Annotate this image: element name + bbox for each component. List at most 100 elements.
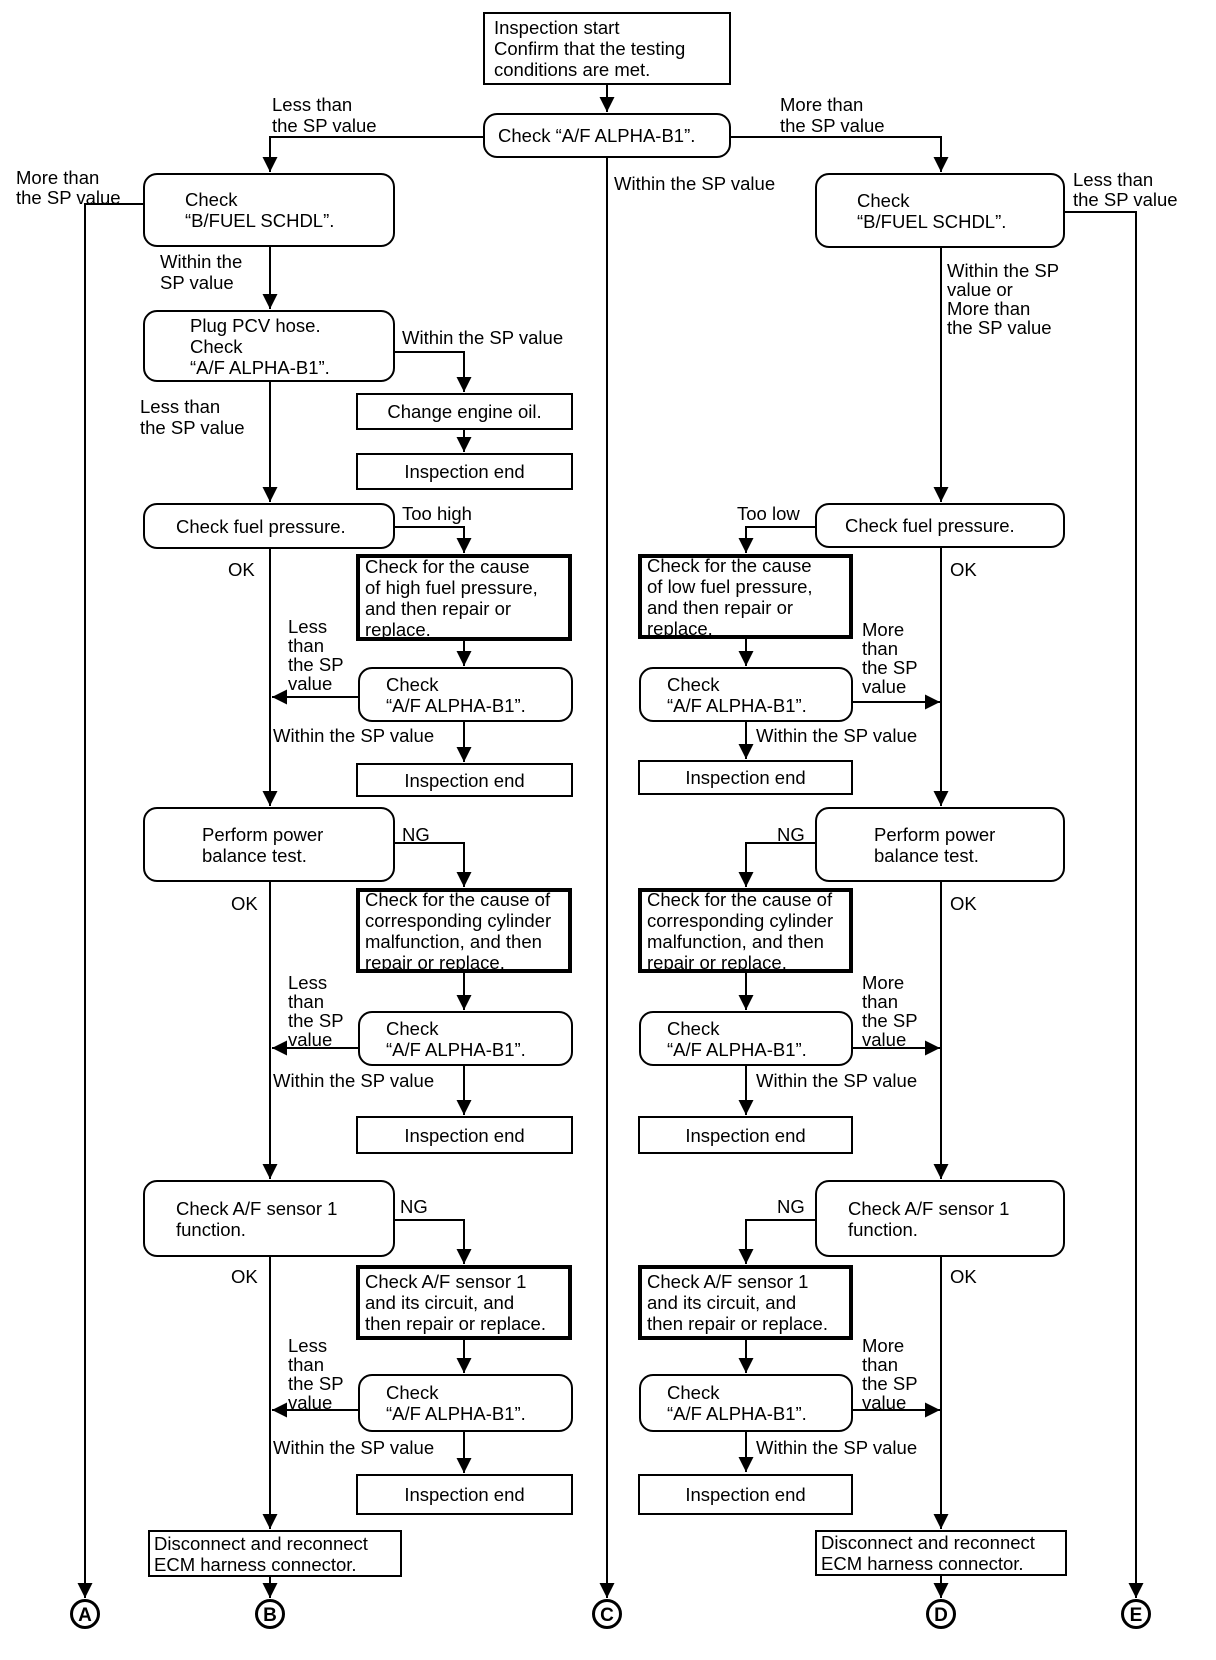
edge-label-line: the SP value bbox=[947, 317, 1052, 338]
node-text-line: then repair or replace. bbox=[365, 1313, 546, 1334]
edge-label-ok-fuel-right: OK bbox=[950, 559, 977, 580]
edge-label-line: value bbox=[288, 673, 333, 694]
node-text-line: Check for the cause bbox=[365, 555, 530, 577]
edge-label-line: the SP value bbox=[1073, 189, 1178, 210]
edge-label-ng-sensor-left: NG bbox=[400, 1196, 428, 1217]
edge-label-ok-sensor-left: OK bbox=[231, 1266, 258, 1287]
node-text-line: conditions are met. bbox=[494, 59, 651, 80]
arrowhead-icon bbox=[738, 1249, 754, 1264]
edge-label-line: Too low bbox=[737, 503, 800, 524]
node-check-bfuel-right: Check“B/FUEL SCHDL”. bbox=[815, 173, 1065, 248]
edge-label-line: More bbox=[862, 1335, 905, 1356]
node-text-line: ECM harness connector. bbox=[154, 1553, 357, 1575]
edge-label-line: Within the SP bbox=[947, 260, 1060, 281]
edge-label-line: SP value bbox=[160, 272, 234, 293]
arrowhead-icon bbox=[925, 694, 940, 710]
edge-label-too-high: Too high bbox=[402, 503, 472, 524]
edge-label-line: Within the SP value bbox=[273, 1070, 435, 1091]
arrowhead-icon bbox=[933, 791, 949, 806]
edge-label-line: the SP bbox=[862, 1373, 918, 1394]
arrowhead-icon bbox=[456, 995, 472, 1010]
edge-label-line: than bbox=[288, 635, 325, 656]
arrowhead-icon bbox=[262, 1514, 278, 1529]
edge-label-ok-fuel-left: OK bbox=[228, 559, 255, 580]
edge-label-line: More bbox=[862, 972, 905, 993]
node-change-engine-oil: Change engine oil. bbox=[356, 393, 573, 430]
arrowhead-icon bbox=[456, 377, 472, 392]
arrowhead-icon bbox=[456, 651, 472, 666]
edge-4 bbox=[84, 203, 143, 1598]
edge-label-line: value bbox=[288, 1392, 333, 1413]
edge-label-line: OK bbox=[231, 1266, 258, 1287]
edge-label-line: the SP bbox=[288, 654, 344, 675]
node-text-line: Inspection end bbox=[685, 1484, 806, 1505]
node-text-line: malfunction, and then bbox=[647, 930, 824, 952]
node-inspection-end-3r: Inspection end bbox=[638, 1116, 853, 1154]
edge-label-line: Within the SP value bbox=[273, 725, 435, 746]
arrowhead-icon bbox=[262, 487, 278, 502]
edge-label-line: than bbox=[862, 991, 899, 1012]
node-text-line: Disconnect and reconnect bbox=[154, 1532, 368, 1554]
edge-label-line: Within the SP value bbox=[614, 173, 776, 194]
arrowhead-icon bbox=[933, 1164, 949, 1179]
node-text-line: Check bbox=[667, 673, 720, 695]
edge-label-ok-power-right: OK bbox=[950, 893, 977, 914]
arrowhead-icon bbox=[933, 1514, 949, 1529]
node-text-line: Disconnect and reconnect bbox=[821, 1532, 1035, 1553]
node-text-line: Plug PCV hose. bbox=[190, 314, 321, 336]
node-text-line: “A/F ALPHA-B1”. bbox=[386, 694, 526, 716]
node-text-line: Inspection start bbox=[494, 17, 620, 38]
arrowhead-icon bbox=[456, 1249, 472, 1264]
edge-label-line: Less bbox=[288, 616, 328, 637]
edge-label-line: the SP value bbox=[16, 187, 121, 208]
node-inspection-end-4r: Inspection end bbox=[638, 1474, 853, 1515]
edge-label-within-pcv-right: Within the SP value bbox=[402, 327, 563, 348]
node-check-af-alpha-r3: Check“A/F ALPHA-B1”. bbox=[639, 1011, 853, 1066]
node-text-line: Check bbox=[386, 673, 439, 695]
terminal-circle-D bbox=[926, 1599, 956, 1629]
node-text-line: Check bbox=[386, 1017, 439, 1039]
node-text-line: ECM harness connector. bbox=[821, 1553, 1024, 1574]
node-text-line: “A/F ALPHA-B1”. bbox=[190, 356, 330, 378]
arrowhead-icon bbox=[738, 651, 754, 666]
edge-label-line: More bbox=[862, 619, 905, 640]
edge-31 bbox=[745, 526, 815, 553]
edge-label-line: the SP value bbox=[780, 115, 885, 136]
edge-39 bbox=[745, 1219, 815, 1264]
node-check-af-alpha-r4: Check“A/F ALPHA-B1”. bbox=[639, 1374, 853, 1432]
edge-label-line: Too high bbox=[402, 503, 472, 524]
node-text-line: Perform power bbox=[874, 823, 996, 845]
edge-label-line: value bbox=[862, 676, 907, 697]
edge-label-line: More than bbox=[947, 298, 1031, 319]
edge-label-within-2l: Within the SP value bbox=[273, 725, 434, 746]
node-text-line: and then repair or bbox=[647, 596, 794, 618]
edge-2 bbox=[731, 136, 942, 172]
node-text-line: Change engine oil. bbox=[387, 401, 542, 422]
node-text-line: balance test. bbox=[202, 844, 307, 866]
arrowhead-icon bbox=[599, 97, 615, 112]
node-text-line: of low fuel pressure, bbox=[647, 575, 813, 597]
node-check-bfuel-left: Check“B/FUEL SCHDL”. bbox=[143, 173, 395, 247]
node-text-line: Confirm that the testing bbox=[494, 38, 686, 59]
node-inspection-end-4l: Inspection end bbox=[356, 1474, 573, 1515]
edge-label-line: Within the bbox=[160, 251, 243, 272]
edge-label-ng-sensor-right: NG bbox=[777, 1196, 805, 1217]
edge-label-line: the SP bbox=[288, 1010, 344, 1031]
edge-label-within-3r: Within the SP value bbox=[756, 1070, 917, 1091]
arrowhead-icon bbox=[262, 791, 278, 806]
node-text-line: corresponding cylinder bbox=[647, 909, 834, 931]
edge-1 bbox=[269, 136, 483, 172]
node-text-line: function. bbox=[176, 1218, 246, 1240]
